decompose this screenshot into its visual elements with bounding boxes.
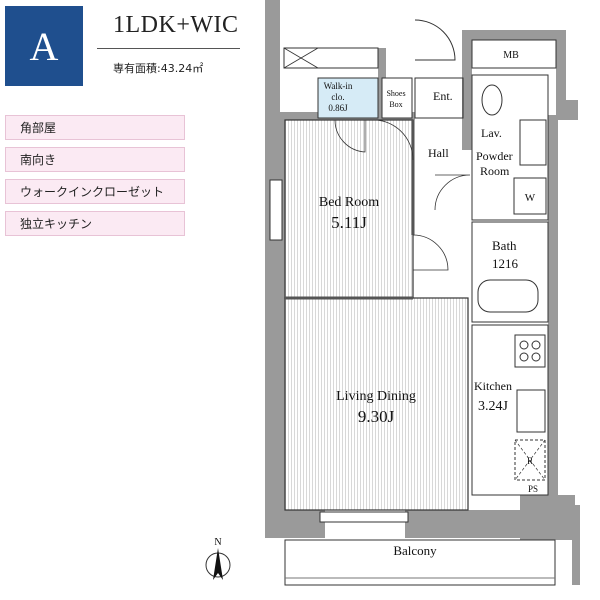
shoes-box bbox=[381, 77, 413, 119]
powder-label-2: Room bbox=[480, 164, 510, 178]
bedroom-name: Bed Room bbox=[319, 195, 379, 210]
unit-letter: A bbox=[29, 23, 59, 69]
mb-label: MB bbox=[503, 50, 519, 61]
floor-area: 専有面積:43.24㎡ bbox=[113, 62, 204, 75]
shoes-label-2: Box bbox=[389, 100, 402, 109]
compass-label: N bbox=[214, 537, 221, 548]
entrance-label: Ent. bbox=[433, 89, 453, 103]
lav-sink bbox=[519, 119, 547, 166]
title-divider bbox=[97, 48, 240, 49]
feature-tags: 角部屋 南向き ウォークインクローゼット 独立キッチン bbox=[5, 115, 185, 243]
compass-icon bbox=[205, 548, 231, 580]
living-name: Living Dining bbox=[336, 389, 416, 404]
unit-badge: A bbox=[5, 6, 83, 86]
living-dining bbox=[284, 297, 469, 511]
entrance-door bbox=[414, 19, 456, 61]
feature-tag-corner: 角部屋 bbox=[5, 115, 185, 140]
powder-label-1: Powder bbox=[476, 149, 513, 163]
walkin-name-1: Walk-in bbox=[324, 81, 353, 91]
feature-tag-walkin: ウォークインクローゼット bbox=[5, 179, 185, 204]
washer-label: W bbox=[525, 192, 536, 204]
toilet bbox=[481, 84, 503, 116]
shoes-label-1: Shoes bbox=[386, 89, 405, 98]
living-window bbox=[319, 511, 409, 523]
bedroom-window bbox=[269, 179, 283, 241]
feature-tag-south: 南向き bbox=[5, 147, 185, 172]
living-size: 9.30J bbox=[358, 407, 395, 426]
hall-label: Hall bbox=[428, 146, 449, 160]
feature-tag-kitchen: 独立キッチン bbox=[5, 211, 185, 236]
mb-room bbox=[471, 39, 557, 69]
ps-label: PS bbox=[528, 484, 538, 494]
bath-size: 1216 bbox=[492, 256, 519, 271]
kitchen-sink bbox=[516, 389, 546, 433]
kitchen-name: Kitchen bbox=[474, 379, 512, 393]
walkin-name-2: clo. bbox=[331, 92, 344, 102]
bath-label: Bath bbox=[492, 238, 517, 253]
kitchen-size: 3.24J bbox=[478, 399, 509, 414]
plan-type: 1LDK+WIC bbox=[113, 12, 239, 38]
walkin-closet bbox=[317, 77, 379, 119]
washer-space bbox=[513, 177, 547, 215]
walkin-size: 0.86J bbox=[328, 103, 348, 113]
bedroom bbox=[284, 119, 414, 299]
bedroom-size: 5.11J bbox=[331, 213, 367, 232]
fridge-label: R bbox=[527, 456, 533, 466]
upper-storage bbox=[283, 47, 379, 69]
stove bbox=[514, 334, 546, 368]
bathtub bbox=[477, 279, 539, 313]
balcony-label: Balcony bbox=[393, 543, 437, 558]
lav-label: Lav. bbox=[481, 126, 502, 140]
